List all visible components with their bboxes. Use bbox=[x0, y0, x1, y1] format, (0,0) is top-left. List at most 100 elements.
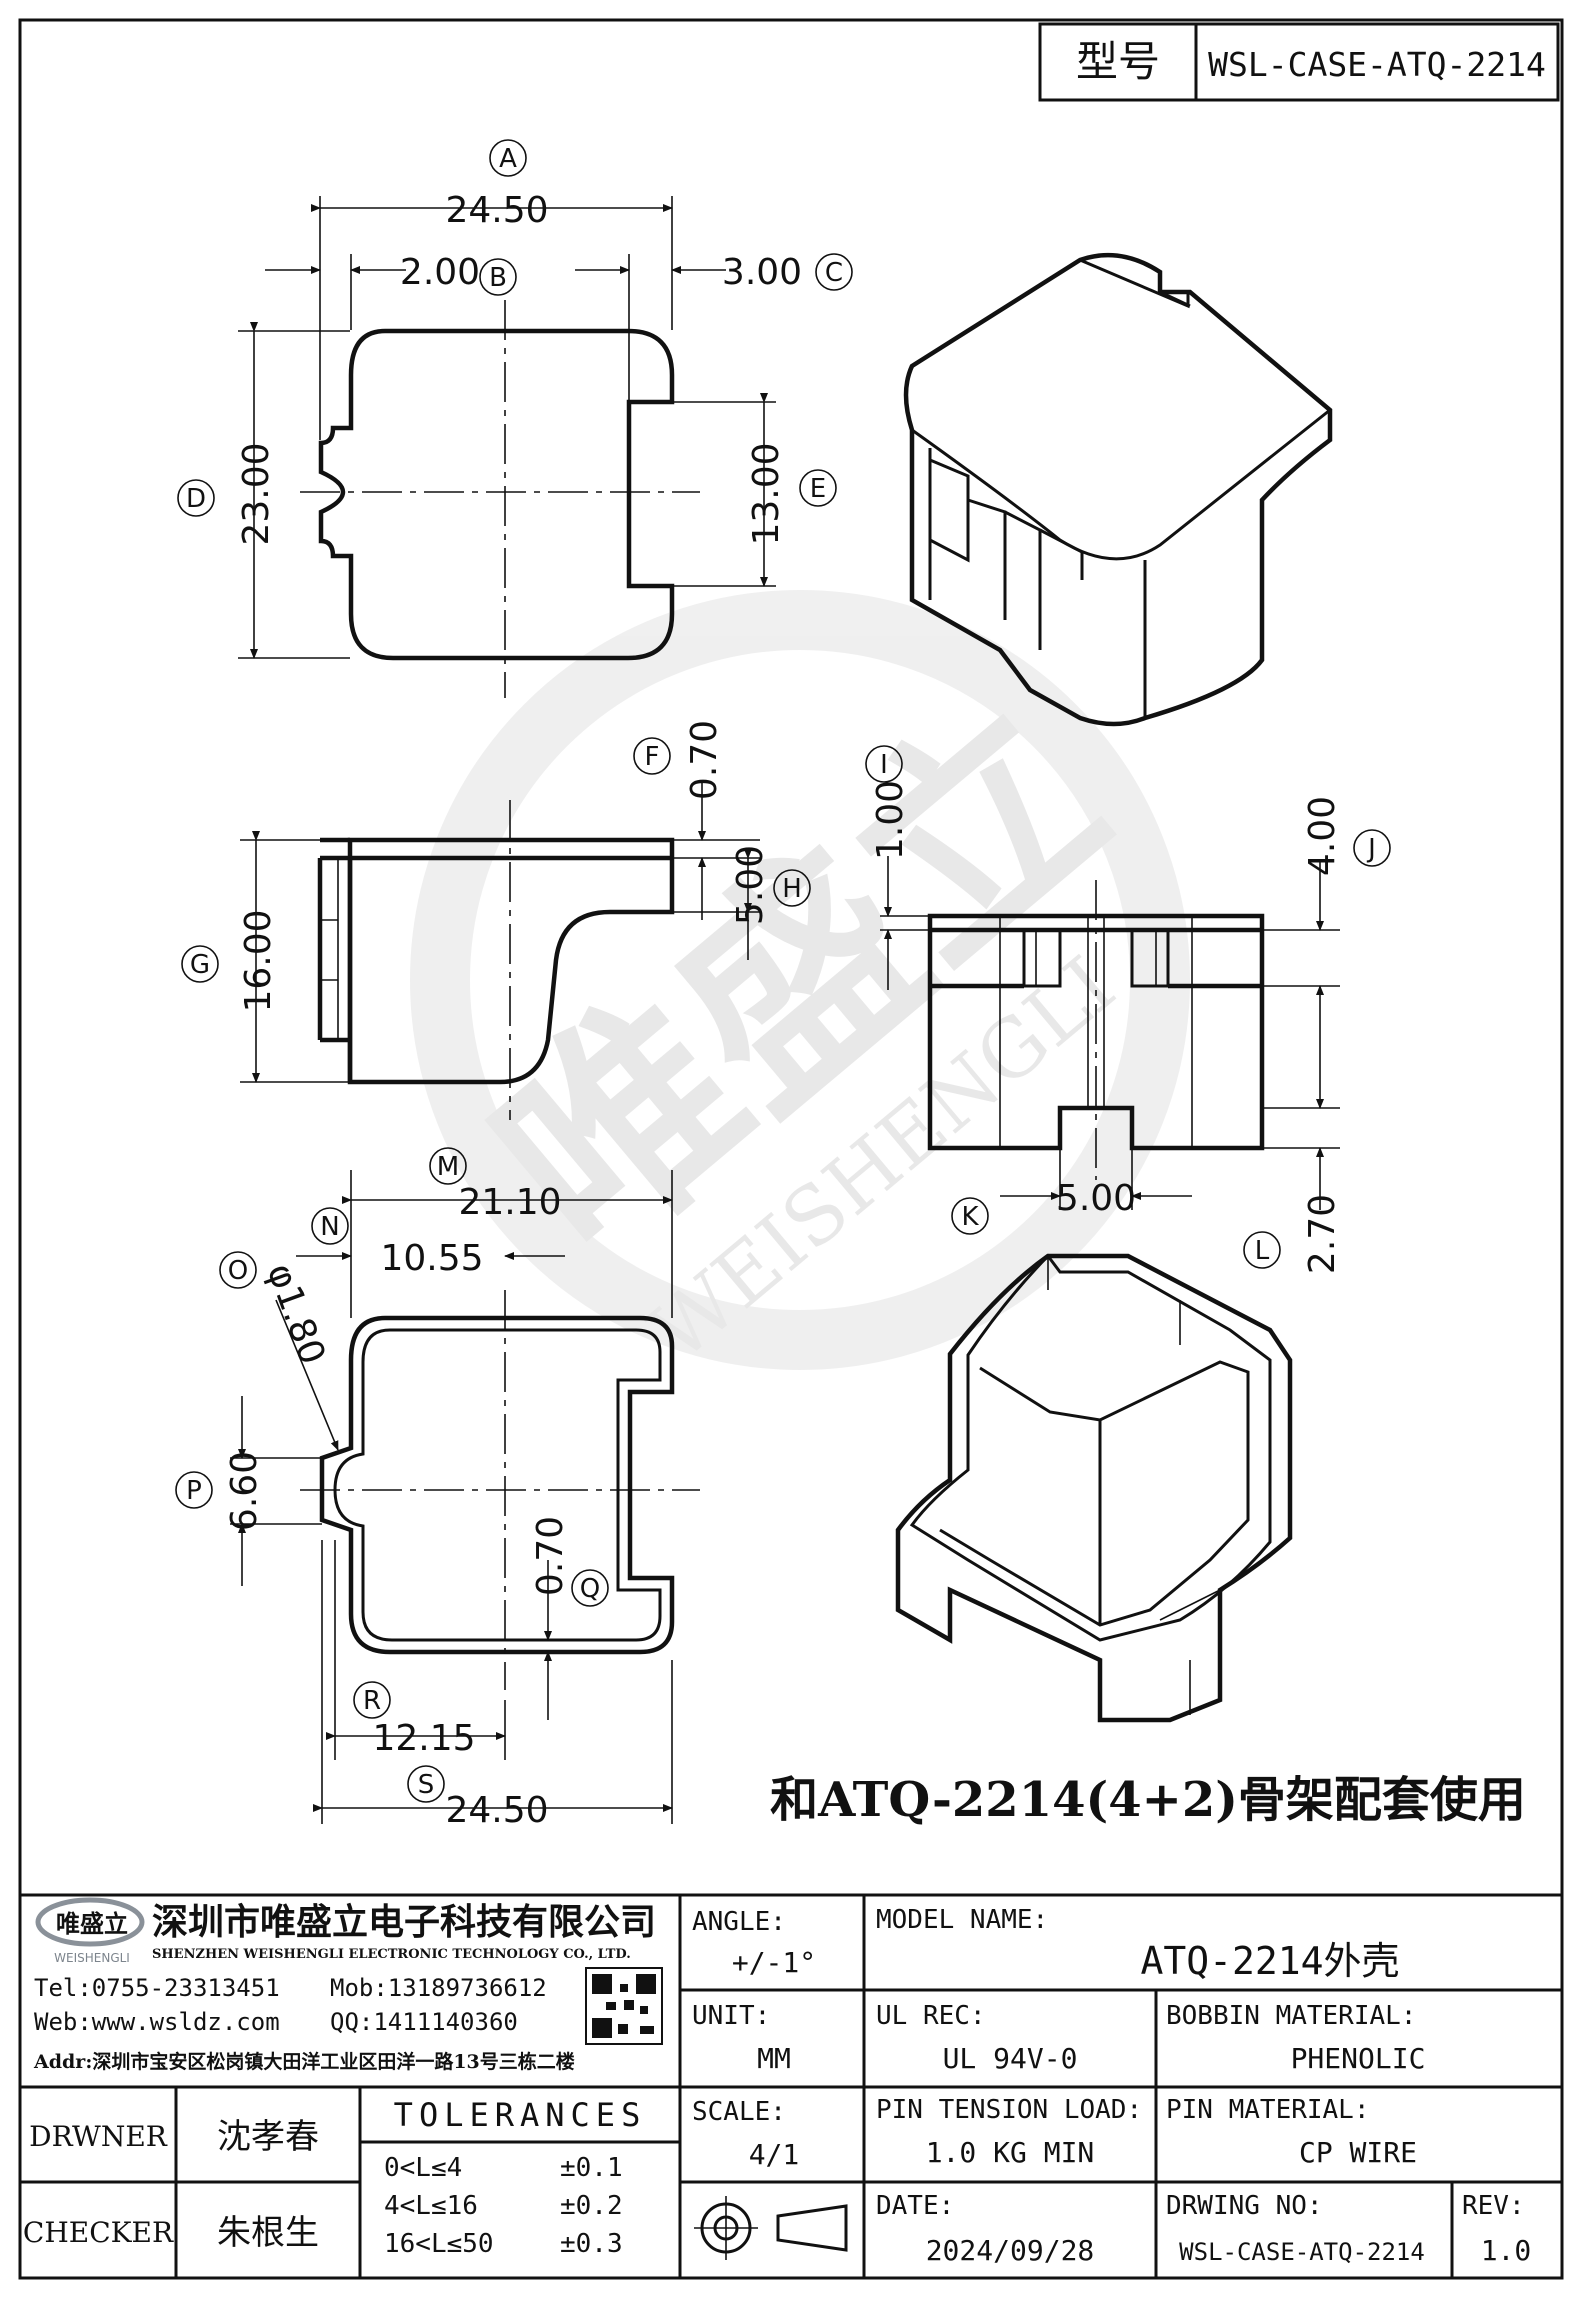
balloon-b: B bbox=[479, 258, 517, 296]
tolerance-value-3: ±0.3 bbox=[560, 2229, 623, 2259]
pin-material-label: PIN MATERIAL: bbox=[1166, 2095, 1370, 2125]
scale-value: 4/1 bbox=[749, 2138, 800, 2171]
side-view-dims: 16.00 0.70 5.00 bbox=[238, 720, 771, 1083]
model-header-value: WSL-CASE-ATQ-2214 bbox=[1208, 45, 1546, 84]
drawer-name: 沈孝春 bbox=[217, 2117, 319, 2157]
company-web: Web:www.wsldz.com bbox=[34, 2008, 280, 2036]
angle-value: +/-1° bbox=[732, 1946, 816, 1979]
balloon-m: M bbox=[429, 1147, 467, 1185]
drawing-no-value: WSL-CASE-ATQ-2214 bbox=[1179, 2238, 1425, 2266]
model-name-value: ATQ-2214外壳 bbox=[1140, 1939, 1399, 1983]
dim-f-value: 0.70 bbox=[684, 720, 725, 800]
tolerance-value-2: ±0.2 bbox=[560, 2191, 623, 2221]
dim-k-value: 5.00 bbox=[1056, 1178, 1136, 1219]
svg-text:O: O bbox=[228, 1256, 248, 1286]
dim-i-value: 1.00 bbox=[870, 780, 911, 860]
checker-label: CHECKER bbox=[23, 2216, 174, 2249]
svg-text:G: G bbox=[190, 950, 210, 980]
balloon-h: H bbox=[773, 869, 811, 907]
balloon-p: P bbox=[175, 1471, 213, 1509]
dim-r-value: 12.15 bbox=[372, 1718, 475, 1759]
balloon-d: D bbox=[177, 479, 215, 517]
balloon-o: O bbox=[219, 1251, 257, 1289]
company-qq: QQ:1411140360 bbox=[330, 2008, 518, 2036]
balloon-k: K bbox=[951, 1197, 989, 1235]
tolerance-value-1: ±0.1 bbox=[560, 2153, 623, 2183]
dim-j-value: 4.00 bbox=[1302, 796, 1343, 876]
balloon-g: G bbox=[181, 945, 219, 983]
bobbin-material-label: BOBBIN MATERIAL: bbox=[1166, 2001, 1416, 2031]
bottom-view bbox=[300, 1290, 700, 1690]
balloon-e: E bbox=[799, 469, 837, 507]
balloon-n: N bbox=[311, 1207, 349, 1245]
model-header-label: 型号 bbox=[1076, 37, 1160, 86]
svg-text:S: S bbox=[418, 1770, 435, 1800]
balloon-s: S bbox=[407, 1765, 445, 1803]
dim-d-value: 23.00 bbox=[236, 442, 277, 545]
dim-o-value: φ1.80 bbox=[259, 1258, 333, 1370]
dim-e-value: 13.00 bbox=[746, 442, 787, 545]
balloons: A B C D E F G H I J K L M N O P Q R S bbox=[175, 139, 1391, 1803]
drawing-no-label: DRWING NO: bbox=[1166, 2191, 1323, 2221]
company-mob: Mob:13189736612 bbox=[330, 1974, 547, 2002]
balloon-a: A bbox=[489, 139, 527, 177]
date-label: DATE: bbox=[876, 2191, 954, 2221]
isometric-view-open bbox=[895, 1253, 1293, 1723]
tolerance-range-1: 0<L≤4 bbox=[384, 2153, 462, 2183]
company-logo-text: 唯盛立 bbox=[56, 1909, 128, 1938]
drawer-label: DRWNER bbox=[29, 2120, 168, 2153]
bottom-view-dims: 21.10 10.55 φ1.80 6.60 0.70 12.15 24.50 bbox=[224, 1170, 673, 1831]
balloon-j: J bbox=[1353, 829, 1391, 867]
tolerance-range-2: 4<L≤16 bbox=[384, 2191, 478, 2221]
balloon-r: R bbox=[353, 1681, 391, 1719]
assembly-note: 和ATQ-2214(4+2)骨架配套使用 bbox=[770, 1772, 1526, 1828]
isometric-view-closed bbox=[903, 252, 1333, 727]
unit-value: MM bbox=[757, 2042, 791, 2075]
company-logo: 唯盛立 WEISHENGLI bbox=[35, 1897, 145, 1965]
dim-a-value: 24.50 bbox=[445, 190, 548, 231]
top-view-dims: 24.50 2.00 3.00 23.00 13.00 bbox=[236, 190, 802, 659]
scale-label: SCALE: bbox=[692, 2097, 786, 2127]
model-name-label: MODEL NAME: bbox=[876, 1905, 1048, 1935]
dim-l-value: 2.70 bbox=[1302, 1194, 1343, 1274]
title-block bbox=[18, 1893, 1564, 2280]
rev-value: 1.0 bbox=[1481, 2234, 1532, 2267]
balloon-f: F bbox=[633, 737, 671, 775]
rev-label: REV: bbox=[1462, 2191, 1525, 2221]
top-view bbox=[300, 300, 700, 698]
dim-s-value: 24.50 bbox=[445, 1790, 548, 1831]
balloon-q: Q bbox=[571, 1569, 609, 1607]
dim-c-value: 3.00 bbox=[722, 252, 802, 293]
svg-text:C: C bbox=[825, 258, 843, 288]
dim-q-value: 0.70 bbox=[530, 1516, 571, 1596]
front-view-dims: 1.00 4.00 2.70 5.00 bbox=[870, 780, 1343, 1274]
bobbin-material-value: PHENOLIC bbox=[1291, 2042, 1426, 2075]
side-view bbox=[317, 800, 675, 1120]
company-name-en: SHENZHEN WEISHENGLI ELECTRONIC TECHNOLOG… bbox=[152, 1947, 631, 1962]
pin-tension-label: PIN TENSION LOAD: bbox=[876, 2095, 1142, 2125]
qr-code-icon bbox=[585, 1967, 663, 2045]
svg-text:A: A bbox=[499, 144, 517, 174]
dim-p-value: 6.60 bbox=[224, 1451, 265, 1531]
ul-rec-label: UL REC: bbox=[876, 2001, 986, 2031]
company-logo-sub: WEISHENGLI bbox=[54, 1951, 130, 1965]
svg-text:R: R bbox=[363, 1686, 381, 1716]
svg-text:Q: Q bbox=[580, 1574, 600, 1604]
ul-rec-value: UL 94V-0 bbox=[943, 2042, 1078, 2075]
svg-text:J: J bbox=[1366, 834, 1376, 864]
angle-label: ANGLE: bbox=[692, 1907, 786, 1937]
svg-text:E: E bbox=[810, 474, 826, 504]
tolerance-range-3: 16<L≤50 bbox=[384, 2229, 494, 2259]
company-name-cn: 深圳市唯盛立电子科技有限公司 bbox=[152, 1901, 656, 1943]
balloon-i: I bbox=[865, 745, 903, 783]
svg-text:P: P bbox=[186, 1476, 202, 1506]
date-value: 2024/09/28 bbox=[926, 2234, 1095, 2267]
dim-b-value: 2.00 bbox=[400, 252, 480, 293]
svg-text:H: H bbox=[782, 874, 802, 904]
unit-label: UNIT: bbox=[692, 2001, 770, 2031]
watermark-logo: 唯盛立 WEISHENGLI bbox=[410, 590, 1190, 1379]
balloon-c: C bbox=[815, 253, 853, 291]
dim-g-value: 16.00 bbox=[238, 909, 279, 1012]
dim-h-value: 5.00 bbox=[730, 845, 771, 925]
